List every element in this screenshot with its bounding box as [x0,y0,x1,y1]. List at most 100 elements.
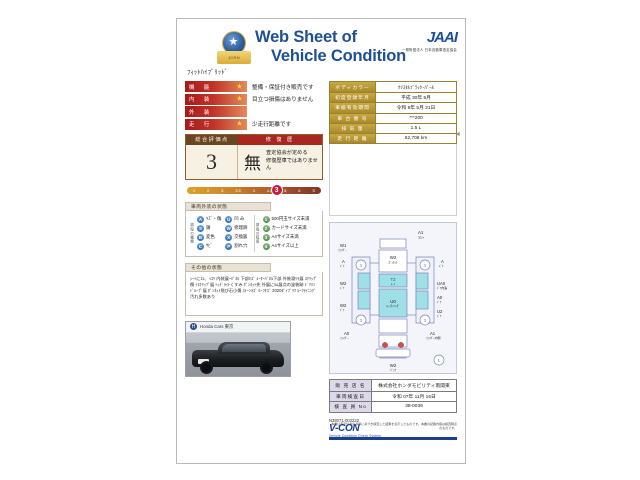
legend-item: P 割れ穴 [225,242,253,251]
spec-value: 令和 9年 5月 21日 [376,103,456,113]
dealer-value: 38-0039 [372,402,456,412]
right-column: ボディカラー ｸﾘｽﾀﾙﾌﾞﾗｯｸ･ﾊﾟｰﾙ 初度登録年月 平成 30年 5月 … [329,81,457,440]
damage-label: ｻﾋﾞ [206,243,213,248]
damage-label: 修理跡 [234,225,248,230]
spec-key: 走 行 距 離 [330,133,376,144]
legend-item: U 凹 み [225,215,253,224]
svg-text:A0: A0 [344,331,350,336]
rating-comment: 目立つ損傷はありません [252,97,314,103]
damage-legend: 損傷の種類 A ｷｽﾞ・傷 U 凹 み S [185,210,323,257]
legend-item: 1 500円玉サイズ未満 [262,215,320,224]
rating-star-icon: ★ [235,119,243,128]
total-score-header: 総合評価点 修 復 歴 [186,134,322,145]
scale-tick: 3.5 [235,187,241,193]
svg-text:ﾄﾞｱ: ﾄﾞｱ [340,263,345,268]
left-column: 機 能 ★ 整備・保証付き販売です 内 装 ★ 目立つ損傷はありません [185,81,323,440]
svg-text:ﾄﾞｱ: ﾄﾞｱ [340,285,345,290]
scale-tick: 2 [207,187,210,193]
svg-text:1: 1 [424,318,427,323]
svg-text:A: A [441,259,444,264]
table-row: 走 行 距 離 62,708 km [330,132,456,144]
jaai-mark: JAAI [426,29,458,46]
rating-comment: 少走行距離です [252,122,292,128]
size-label: カードサイズ未満 [271,225,307,230]
tail-lamp-right [398,342,404,348]
damage-type-vlabel: 損傷の種類 [190,222,195,244]
rating-row: 走 行 ★ 少走行距離です [185,118,323,130]
spec-value: 62,708 km [376,133,456,144]
svg-text:W1: W1 [340,243,347,248]
svg-text:A1: A1 [418,230,424,235]
scale-tick: 4 [252,187,255,193]
rating-label: 外 装 [189,109,214,116]
legend-item: S 錆 [197,224,225,233]
table-row: 車 台 番 号 ***200 [330,112,456,123]
svg-text:ﾌｪﾝﾀﾞｰ: ﾌｪﾝﾀﾞｰ [338,247,347,252]
photo-dealer-banner: H Honda Cars 東京 [186,321,290,333]
svg-text:ﾊﾞｯｸ: ﾊﾞｯｸ [390,367,397,372]
svg-text:ﾙｰﾌﾗｲﾆﾝｸﾞ: ﾙｰﾌﾗｲﾆﾝｸﾞ [386,303,400,308]
vehicle-condition-sheet: ★ JCRN Web Sheet of Vehicle Condition JA… [176,18,466,464]
repair-history-value-group: 無 査定協会が定める 修復歴車ではありません [238,145,322,179]
emblem-ribbon: JCRN [217,51,251,64]
rating-bar: 機 能 ★ [185,81,247,92]
svg-text:ﾙｰﾌ: ﾙｰﾌ [391,282,396,286]
repair-history-header-label: 修 復 歴 [238,134,322,145]
page-title: Web Sheet of Vehicle Condition [255,28,406,66]
size-label: A4サイズ未満 [271,234,299,239]
honda-logo-icon: H [190,323,197,330]
spec-table: ボディカラー ｸﾘｽﾀﾙﾌﾞﾗｯｸ･ﾊﾟｰﾙ 初度登録年月 平成 30年 5月 … [329,81,457,145]
car-wheel-rear [260,360,273,374]
damage-code-badge: C [197,242,204,250]
scale-tick: 5 [284,187,287,193]
vcon-brand-sub: Vehicle Condition Check System [329,433,382,438]
svg-text:ﾌｪﾝﾀﾞｰ内側: ﾌｪﾝﾀﾞｰ内側 [426,335,441,340]
spec-key: 車 台 番 号 [330,113,376,123]
score-scale-bar: 1 2 3 3.5 4 4.5 5 6 S 3 [185,184,323,196]
svg-text:ﾄﾞｱ: ﾄﾞｱ [437,299,442,304]
table-row: 車両検査日 令和 07年 11月 16日 [330,390,456,402]
tail-lamp-left [382,342,388,348]
size-code-badge: 4 [262,242,270,250]
rating-star-icon: ★ [235,81,243,91]
svg-text:U0: U0 [390,299,396,304]
damage-size-legend: 損傷の程度 1 500円玉サイズ未満 2 カードサイズ未満 3 [253,214,320,252]
spec-notes-area [329,144,457,217]
svg-text:A: A [342,259,345,264]
rating-row: 内 装 ★ 目立つ損傷はありません [185,93,323,105]
damage-code-badge: A [197,215,204,223]
spec-key: 排 気 量 [330,123,376,133]
score-scale-track [187,186,321,194]
spec-key: 初度登録年月 [330,93,376,103]
sheet-body: 機 能 ★ 整備・保証付き販売です 内 装 ★ 目立つ損傷はありません [177,81,465,440]
legend-item: C ｻﾋﾞ [197,242,225,251]
rating-star-icon: ★ [235,94,243,103]
emblem-star-icon: ★ [228,36,239,48]
svg-text:U2: U2 [437,309,443,314]
table-row: 排 気 量 1.5 L [330,122,456,133]
size-code-badge: 3 [262,233,270,241]
svg-text:ﾌﾛﾝﾄ: ﾌﾛﾝﾄ [418,236,425,240]
damage-code-badge: B [197,233,204,241]
other-condition-text: ｼｰﾄにｽﾚ、ﾍｺﾘ 内装展ｰﾊﾟﾈﾙ 下部ｷｽﾞ ﾒｰﾀｰﾊﾟﾈﾙ下部 外装淵… [185,271,323,316]
damage-label: 凹 み [234,216,245,221]
size-code-badge: 2 [262,224,270,232]
footer-code: N38071-002222 [329,417,360,423]
vehicle-model-name: ﾌｨｯﾄﾊｲﾌﾞﾘｯﾄﾞ [187,69,228,76]
damage-label: 割れ穴 [234,243,248,248]
spec-key: ボディカラー [330,82,376,93]
rating-label: 走 行 [189,122,214,128]
page-scroll-arrow-icon: ◄ [454,131,461,138]
svg-text:L: L [438,358,441,363]
dealer-key: 販 売 店 名 [330,380,372,391]
repair-note-line-1: 査定協会が定める [266,150,308,157]
legend-item: W 修理跡 [225,224,253,233]
damage-code-badge: P [225,242,233,250]
svg-text:ﾎﾞﾝﾈｯﾄ: ﾎﾞﾝﾈｯﾄ [388,261,398,265]
table-row: ボディカラー ｸﾘｽﾀﾙﾌﾞﾗｯｸ･ﾊﾟｰﾙ [330,82,456,93]
rating-label: 機 能 [189,84,214,91]
footer-accent-bar [329,436,457,440]
vehicle-photo: H Honda Cars 東京 [185,320,291,377]
damage-code-badge: S [197,224,204,232]
footer-note: 本書は査定協会の基準に基づき検査した結果を表示したものです。本書の記載内容は検査… [331,421,457,430]
